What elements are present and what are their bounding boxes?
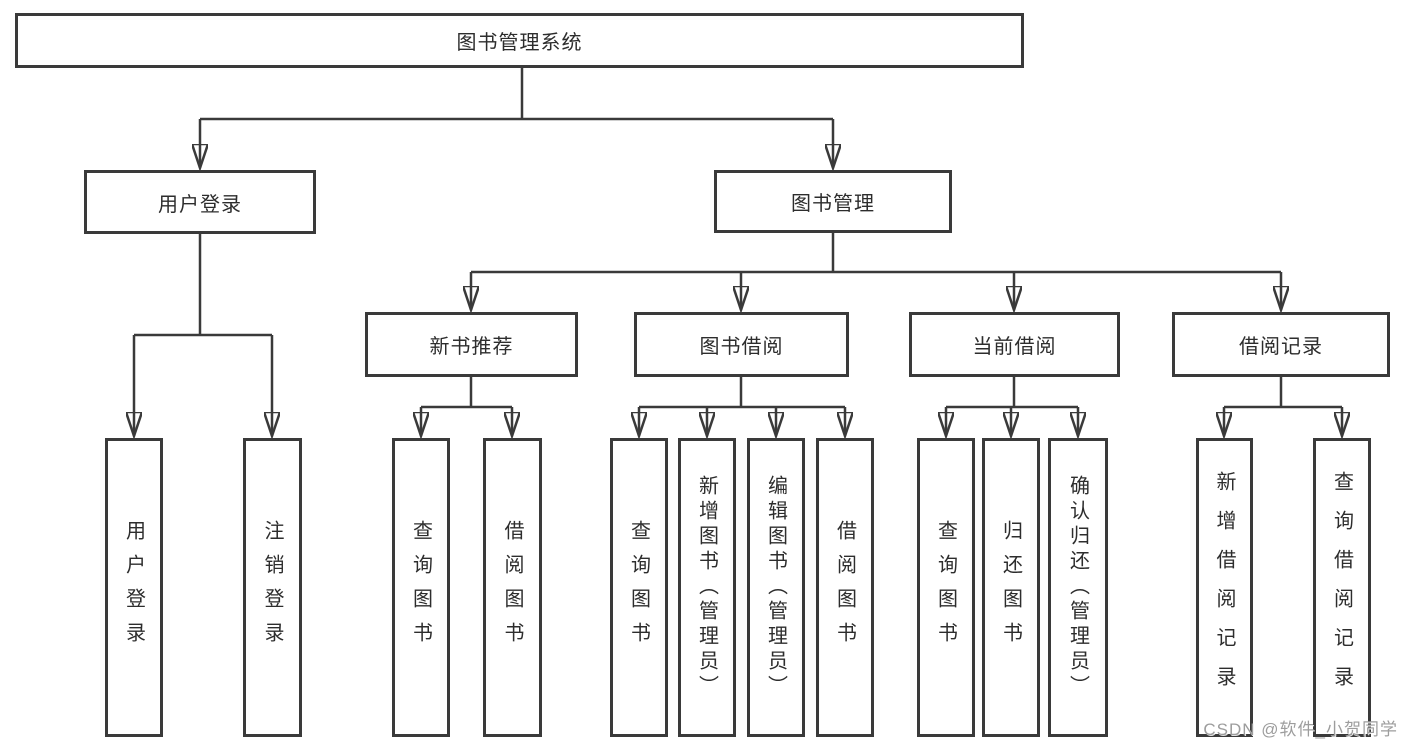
- node-user-login: 用户登录: [84, 170, 316, 234]
- leaf-user-login: 用户登录: [105, 438, 163, 737]
- csdn-watermark: CSDN @软件_小贺同学: [1203, 720, 1398, 739]
- leaf-return-books: 归还图书: [982, 438, 1040, 737]
- leaf-query-borrow-record: 查询借阅记录: [1313, 438, 1371, 737]
- leaf-query-books-borrow: 查询图书: [610, 438, 668, 737]
- leaf-edit-books-admin: 编辑图书（管理员）: [747, 438, 805, 737]
- node-book-borrow: 图书借阅: [634, 312, 849, 377]
- node-new-book-recommend: 新书推荐: [365, 312, 578, 377]
- leaf-query-books-current: 查询图书: [917, 438, 975, 737]
- node-root-system: 图书管理系统: [15, 13, 1024, 68]
- leaf-add-books-admin: 新增图书（管理员）: [678, 438, 736, 737]
- leaf-borrow-books: 借阅图书: [816, 438, 874, 737]
- leaf-add-borrow-record: 新增借阅记录: [1196, 438, 1253, 737]
- node-borrow-records: 借阅记录: [1172, 312, 1390, 377]
- leaf-query-books-recommend: 查询图书: [392, 438, 450, 737]
- node-book-management: 图书管理: [714, 170, 952, 233]
- leaf-confirm-return-admin: 确认归还（管理员）: [1048, 438, 1108, 737]
- leaf-logout: 注销登录: [243, 438, 302, 737]
- node-current-borrow: 当前借阅: [909, 312, 1120, 377]
- leaf-borrow-books-recommend: 借阅图书: [483, 438, 542, 737]
